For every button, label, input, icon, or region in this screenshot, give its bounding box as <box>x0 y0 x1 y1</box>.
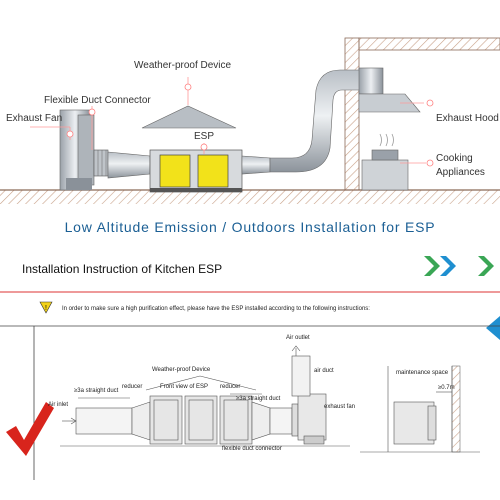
reducer-right-label: reducer <box>220 384 241 390</box>
decorative-chevrons <box>424 256 500 340</box>
cooking-appliance <box>361 133 409 191</box>
weather-proof-device <box>141 105 237 129</box>
air-inlet-label: Air inlet <box>48 402 69 408</box>
instruction-text: In order to make sure a high purificatio… <box>62 306 370 312</box>
flexible-duct-connector-label: Flexible Duct Connector <box>44 95 151 106</box>
flexible-duct-connector-label-2: flexible duct connector <box>222 446 282 452</box>
exhaust-hood <box>358 67 421 113</box>
reducer-left-label: reducer <box>122 384 143 390</box>
weather-proof-device-label: Weather-proof Device <box>134 60 232 71</box>
building-wall <box>344 37 360 191</box>
esp-label: ESP <box>194 131 215 142</box>
installation-instruction-title: Installation Instruction of Kitchen ESP <box>22 262 223 276</box>
warning-icon <box>39 301 53 314</box>
svg-text:!: ! <box>45 305 47 312</box>
straight-duct-right-label: ≥3a straight duct <box>236 396 281 402</box>
maintenance-space-label: maintenance space <box>396 370 449 376</box>
exhaust-fan-label-2: exhaust fan <box>324 404 356 410</box>
straight-duct-left-label: ≥3a straight duct <box>74 388 119 394</box>
front-view-label: Front view of ESP <box>160 384 209 390</box>
air-outlet-label: Air outlet <box>286 335 310 341</box>
ground <box>0 190 500 204</box>
cooking-label: Cooking <box>436 153 473 164</box>
exhaust-fan-label: Exhaust Fan <box>6 113 63 124</box>
weather-proof-device-label-2: Weather-proof Device <box>152 367 211 373</box>
esp-unit <box>149 149 243 193</box>
exhaust-hood-label: Exhaust Hood <box>436 113 499 124</box>
appliances-label: Appliances <box>436 167 485 178</box>
ceiling <box>358 37 500 51</box>
clearance-label: ≥0.7m <box>438 385 455 391</box>
air-duct-label: air duct <box>314 368 334 374</box>
top-diagram-title: Low Altitude Emission / Outdoors Install… <box>64 219 436 235</box>
exhaust-fan <box>59 109 95 191</box>
check-mark-icon <box>6 402 54 456</box>
